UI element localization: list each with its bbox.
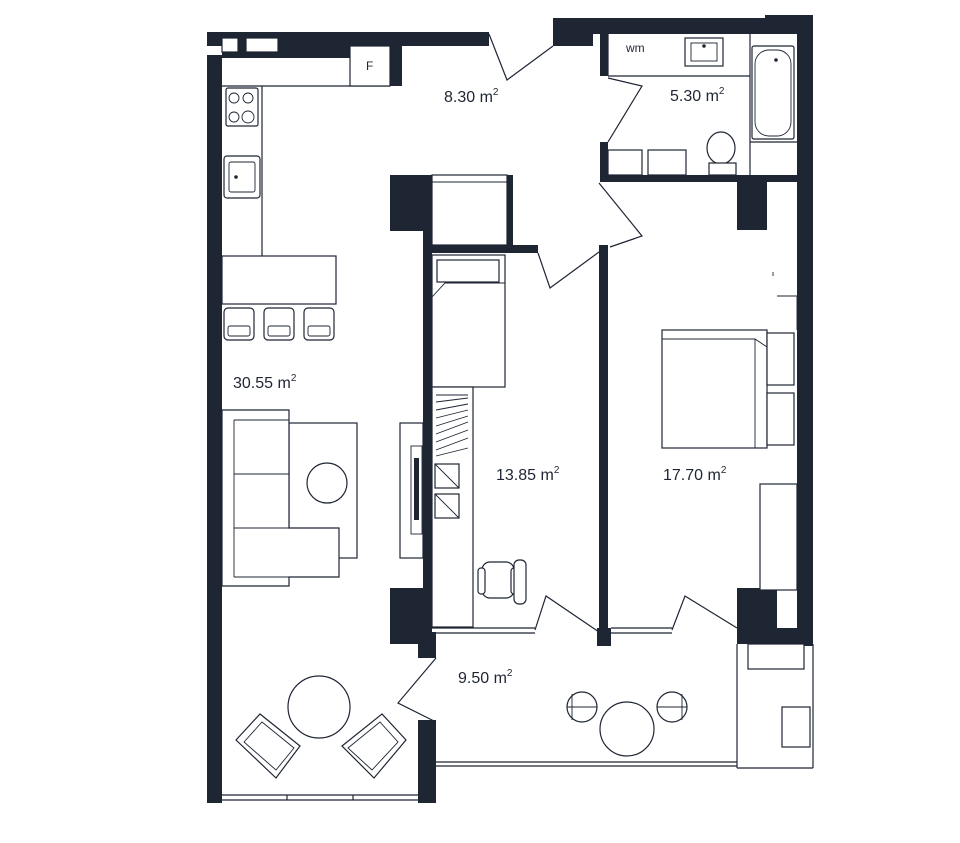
fridge [349, 45, 391, 87]
balcony-unit [781, 706, 811, 748]
bathroom: wm [607, 34, 797, 176]
bedroom-window [611, 627, 672, 634]
window-top-1 [221, 37, 239, 53]
toilet-icon [706, 131, 737, 176]
hall-area-label: 8.30 m2 [444, 87, 499, 106]
stove-burner-3 [228, 111, 240, 123]
wall-left [207, 55, 222, 803]
living-room [221, 409, 424, 587]
lounge-chair-icon [341, 713, 407, 779]
shelf-lines [435, 394, 469, 457]
wall-pillar-lower-2 [418, 632, 436, 658]
balcony-area-label: 9.50 m2 [458, 668, 513, 687]
wall-top-right-post [553, 18, 593, 46]
wall-bottom-left [207, 795, 222, 803]
bar-stools [223, 307, 335, 341]
area-labels: 30.55 m2 8.30 m2 5.30 m2 13.85 m2 17.70 … [233, 86, 727, 687]
bar-stool-icon [263, 307, 295, 341]
entry-door [488, 33, 554, 81]
balcony-side-rail [736, 644, 814, 769]
study-area-label: 13.85 m2 [496, 465, 560, 484]
coffee-table [306, 462, 348, 504]
kitchen: F [221, 45, 391, 341]
wall-balcony-post [418, 720, 436, 803]
stove-burner-2 [242, 92, 254, 104]
lounge-chair-icon [235, 713, 301, 779]
tv-icon [414, 458, 419, 520]
bath-shelf-1 [607, 149, 643, 176]
fridge-label: F [366, 59, 373, 73]
study-window [432, 627, 535, 634]
tv-console [399, 422, 424, 559]
round-table [287, 675, 351, 739]
hall [431, 33, 644, 289]
bedroom-balcony-door [671, 595, 738, 631]
balcony-chair-icon [566, 691, 598, 723]
wall-bath-bottom [600, 175, 800, 182]
bathtub-icon [751, 45, 795, 140]
walls [207, 15, 813, 803]
stove-icon [225, 87, 259, 127]
living-area-label: 30.55 m2 [233, 373, 297, 392]
nightstand-top [766, 332, 795, 386]
balcony-chair-icon [656, 691, 688, 723]
wall-fridge-side [390, 46, 402, 86]
wall-right [797, 18, 813, 646]
balcony [222, 643, 814, 801]
study-balcony-door [534, 595, 600, 633]
pillow [436, 259, 500, 283]
top-left-openings [221, 37, 279, 53]
bar-stool-icon [303, 307, 335, 341]
wall-bath-left-low [600, 142, 608, 182]
balcony-storage [747, 643, 805, 670]
bedroom-door [598, 182, 644, 248]
washing-machine-label: wm [625, 41, 645, 55]
wall-right-top [765, 15, 813, 29]
stove-burner-4 [241, 110, 255, 124]
wall-study-top [430, 245, 538, 253]
kitchen-island [221, 255, 337, 305]
hall-closet [431, 174, 508, 246]
study-door [537, 251, 600, 289]
balcony-table [599, 701, 655, 757]
wall-partition-left [423, 175, 432, 635]
nightstand-bottom [766, 392, 795, 446]
bedroom-area-label: 17.70 m2 [663, 465, 727, 484]
bath-shelf-2 [647, 149, 687, 176]
wall-bed-post [737, 175, 767, 230]
kitchen-sink-basin [228, 161, 256, 193]
desk-chair-icon [477, 559, 527, 605]
wall-mid-bottom [597, 628, 611, 646]
bedroom [611, 272, 798, 634]
bath-area-label: 5.30 m2 [670, 86, 725, 105]
wall-partition-mid [599, 245, 608, 645]
kitchen-sink-icon [223, 155, 261, 199]
balcony-door [397, 657, 437, 723]
wardrobe [759, 483, 798, 591]
study [431, 254, 600, 634]
double-bed [661, 329, 768, 449]
kitchen-faucet [234, 175, 238, 179]
bath-door [607, 77, 643, 143]
balcony-rail [436, 761, 737, 767]
stove-burner-1 [228, 92, 240, 104]
living-window [222, 794, 418, 801]
bar-stool-icon [223, 307, 255, 341]
wall-bottom-right [737, 628, 813, 644]
wall-top-right [553, 18, 813, 34]
wall-closet-right [507, 175, 513, 250]
window-top-2 [245, 37, 279, 53]
wall-bath-left [600, 30, 608, 76]
